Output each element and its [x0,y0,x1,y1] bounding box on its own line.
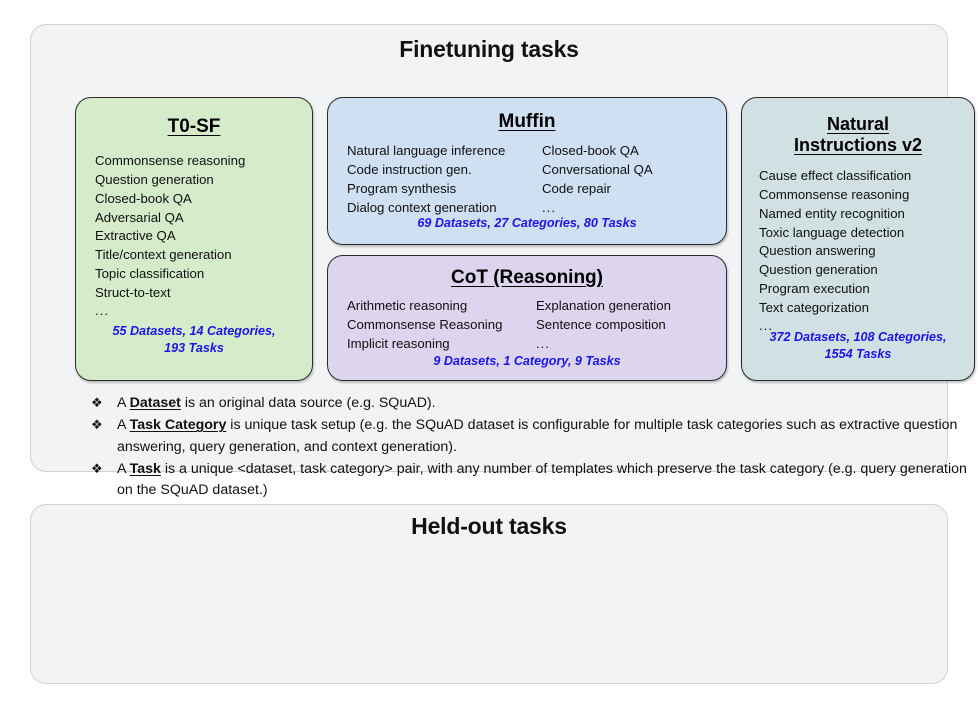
diamond-bullet-icon: ❖ [91,395,103,410]
list-item: Closed-book QA [542,143,639,159]
task-list-natural-instructions-v2: Cause effect classification Commonsense … [759,167,974,336]
list-item: Code instruction gen. [347,162,472,178]
definition-row-task: ❖ A Task is a unique <dataset, task cate… [83,459,969,502]
list-item: Code repair [542,180,611,196]
list-item: Question answering [759,243,876,259]
list-item: Title/context generation [95,247,232,263]
list-item: Closed-book QA [95,190,192,206]
definition-prefix: A [117,460,130,477]
card-cot-reasoning: CoT (Reasoning) Arithmetic reasoning Exp… [327,255,727,381]
list-item: Program synthesis [347,180,457,196]
list-item: Question generation [759,262,878,278]
list-item: Named entity recognition [759,205,905,221]
finetuning-tasks-panel: Finetuning tasks T0-SF Commonsense reaso… [30,24,975,498]
held-out-tasks-panel: Held-out tasks MMLU Abstract algebra Soc… [30,504,948,684]
card-natural-instructions-v2: Natural Instructions v2 Cause effect cla… [741,97,975,381]
held-out-panel-title: Held-out tasks [411,513,567,539]
card-stat-muffin: 69 Datasets, 27 Categories, 80 Tasks [417,215,637,230]
list-item: Dialog context generation [347,199,497,215]
card-title-t0-sf: T0-SF [167,116,221,137]
list-item: Sentence composition [536,317,666,333]
definition-text-task: A Task is a unique <dataset, task catego… [117,459,969,502]
list-item: Commonsense reasoning [759,187,910,203]
task-list-muffin: Natural language inference Closed-book Q… [347,142,726,217]
card-t0-sf: T0-SF Commonsense reasoning Question gen… [75,97,313,381]
list-item-ellipsis: ... [95,303,109,319]
list-item: Commonsense reasoning [95,153,246,169]
list-item: Implicit reasoning [347,335,450,351]
diamond-bullet-icon: ❖ [91,417,103,433]
task-list-cot-reasoning: Arithmetic reasoning Explanation generat… [347,297,726,353]
card-stat-t0-sf: 55 Datasets, 14 Categories, 193 Tasks [112,324,276,355]
definition-suffix: is a unique <dataset, task category> pai… [117,460,967,499]
card-title-natural-instructions-v2: Natural Instructions v2 [742,114,974,156]
definition-row-dataset: ❖ A Dataset is an original data source (… [83,393,969,414]
diamond-bullet-icon: ❖ [91,460,103,476]
list-item-ellipsis: ... [759,318,773,334]
list-item: Explanation generation [536,298,671,314]
card-stat-natural-instructions-v2: 372 Datasets, 108 Categories, 1554 Tasks [769,330,947,361]
finetuning-panel-title: Finetuning tasks [399,36,579,62]
list-item: Struct-to-text [95,284,171,300]
definitions-list: ❖ A Dataset is an original data source (… [83,393,969,502]
list-item: Arithmetic reasoning [347,298,468,314]
definition-prefix: A [117,417,130,434]
definition-suffix: is an original data source (e.g. SQuAD). [180,395,436,411]
card-title-line-2: Instructions v2 [793,135,923,156]
card-title-cot-reasoning: CoT (Reasoning) [451,267,603,288]
definition-term: Task Category [129,417,227,434]
definition-suffix: is unique task setup (e.g. the SQuAD dat… [117,417,958,455]
list-item: Natural language inference [347,143,506,159]
list-item: Commonsense Reasoning [347,317,503,333]
task-list-t0-sf: Commonsense reasoning Question generatio… [95,152,312,321]
definition-text-dataset: A Dataset is an original data source (e.… [117,393,436,414]
list-item: Extractive QA [95,228,176,244]
definition-term: Task [129,460,161,477]
list-item: Cause effect classification [759,168,912,184]
definition-term: Dataset [129,395,181,411]
list-item: Conversational QA [542,162,653,178]
card-title-line-1: Natural [826,114,889,134]
list-item: Toxic language detection [759,224,905,240]
card-muffin: Muffin Natural language inference Closed… [327,97,727,245]
card-title-muffin: Muffin [498,111,556,132]
definition-text-task-category: A Task Category is unique task setup (e.… [117,415,969,458]
definition-prefix: A [117,395,130,411]
list-item-ellipsis: ... [542,199,556,215]
list-item: Adversarial QA [95,209,184,225]
list-item: Topic classification [95,265,205,281]
list-item: Text categorization [759,299,869,315]
list-item: Question generation [95,172,214,188]
list-item-ellipsis: ... [536,335,550,351]
definition-row-task-category: ❖ A Task Category is unique task setup (… [83,415,969,458]
list-item: Program execution [759,280,870,296]
card-stat-cot-reasoning: 9 Datasets, 1 Category, 9 Tasks [433,353,621,368]
